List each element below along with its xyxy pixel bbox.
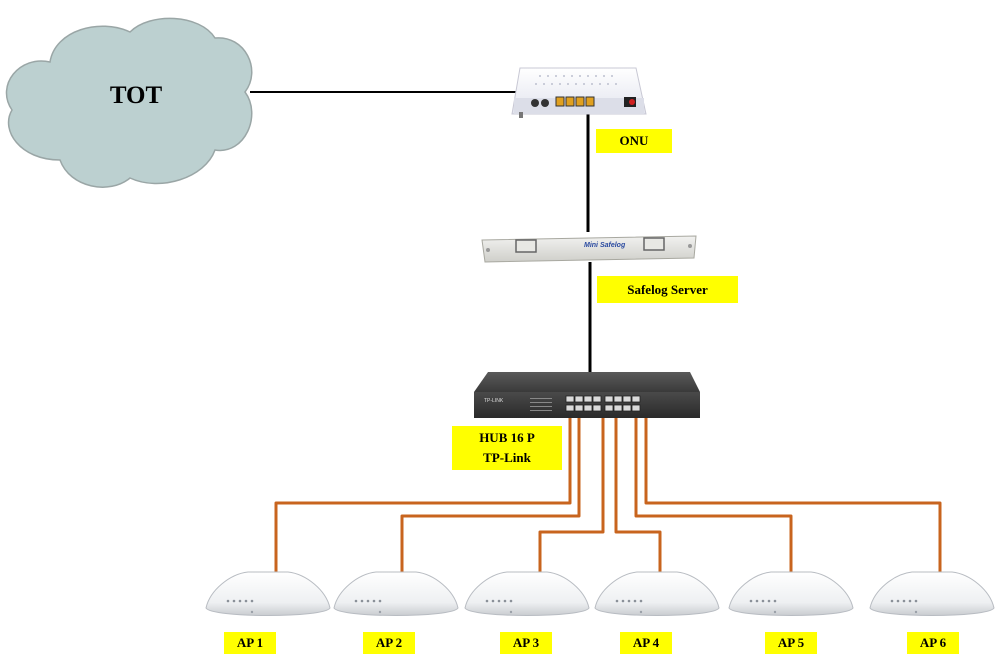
cable-ap6: [644, 410, 942, 578]
access-point-6: [869, 571, 995, 616]
cloud-label: TOT: [109, 82, 163, 109]
cable-ap3: [538, 410, 605, 578]
hub-label: HUB 16 P TP-Link: [452, 426, 562, 470]
access-point-5: [728, 571, 854, 616]
ap-label-2: AP 2: [363, 632, 415, 654]
hub-ports: [565, 395, 641, 412]
access-point-2: [333, 571, 459, 616]
cable-ap2: [400, 410, 581, 578]
access-point-1: [205, 571, 331, 616]
cable-ap1: [274, 410, 572, 578]
server-label: Safelog Server: [597, 276, 738, 303]
ap-label-5: AP 5: [765, 632, 817, 654]
access-point-4: [594, 571, 720, 616]
ap-label-4: AP 4: [620, 632, 672, 654]
internet-cloud: [5, 17, 253, 188]
hub-label-line1: HUB 16 P: [479, 430, 535, 445]
ap-cables: [274, 410, 942, 578]
ap-label-1: AP 1: [224, 632, 276, 654]
hub-label-line2: TP-Link: [483, 450, 531, 465]
cable-ap4: [614, 410, 662, 578]
ap-label-6: AP 6: [907, 632, 959, 654]
hub-switch-device: TP-LINK: [474, 372, 700, 418]
ap-label-3: AP 3: [500, 632, 552, 654]
onu-device: [511, 67, 647, 118]
safelog-server-device: Mini Safelog: [481, 235, 697, 263]
onu-label: ONU: [596, 129, 672, 153]
server-brand-text: Mini Safelog: [584, 242, 626, 249]
access-points: [205, 571, 995, 616]
access-point-3: [464, 571, 590, 616]
cable-ap5: [634, 410, 793, 578]
hub-brand-text: TP-LINK: [484, 398, 504, 404]
